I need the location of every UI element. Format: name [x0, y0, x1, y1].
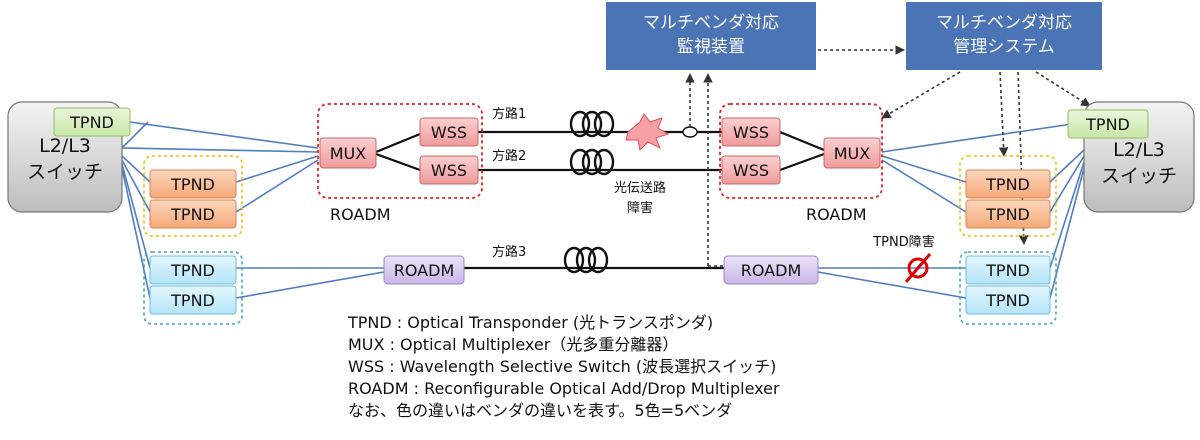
fiber-coil-icon [563, 110, 615, 274]
tpnd-label: TPND [985, 291, 1030, 310]
left-orange-group [143, 155, 243, 237]
roadm-right [723, 255, 819, 285]
mux-label: MUX [834, 144, 871, 163]
fiber-fault-label-2: 障害 [627, 200, 653, 216]
roadm-label: ROADM [741, 261, 802, 280]
fault-burst-icon [625, 113, 670, 152]
tpnd-orange-right-1 [965, 169, 1051, 199]
tpnd-links [121, 121, 1111, 299]
tpnd-blue-left-1 [149, 255, 237, 285]
monitoring-device-label-2: 監視装置 [677, 37, 745, 57]
right-switch-label-1: L2/L3 [1113, 139, 1165, 161]
tpnd-orange-right-2 [965, 199, 1051, 229]
right-switch-label-2: スイッチ [1101, 165, 1177, 187]
management-system-label-1: マルチベンダ対応 [936, 13, 1072, 33]
route3-label: 方路3 [492, 244, 526, 260]
wss-right-1 [721, 117, 781, 147]
link-fault-icon [904, 253, 932, 283]
legend-line: なお、色の違いはベンダの違いを表す。5色=5ベンダ [348, 401, 733, 420]
tpnd-label: TPND [170, 205, 215, 224]
tpnd-blue-right-2 [965, 285, 1051, 315]
tpnd-blue-right-1 [965, 255, 1051, 285]
wss-label: WSS [431, 161, 467, 180]
legend-line: TPND : Optical Transponder (光トランスポンダ) [348, 313, 714, 332]
management-system-label-2: 管理システム [953, 37, 1055, 57]
monitoring-arrows [685, 45, 1091, 267]
wss-label: WSS [431, 123, 467, 142]
legend-line: WSS : Wavelength Selective Switch (波長選択ス… [348, 357, 777, 376]
tpnd-fault-label: TPND障害 [872, 234, 935, 250]
wss-label: WSS [733, 161, 769, 180]
tpnd-green-left [53, 107, 131, 137]
legend: TPND : Optical Transponder (光トランスポンダ) MU… [348, 312, 908, 422]
tpnd-label: TPND [985, 205, 1030, 224]
tpnd-label: TPND [985, 175, 1030, 194]
management-system-box [906, 2, 1102, 70]
mux-right [823, 137, 881, 169]
tpnd-green-right [1067, 109, 1149, 139]
legend-line: MUX : Optical Multiplexer（光多重分離器） [348, 335, 679, 354]
tpnd-label: TPND [1085, 115, 1130, 134]
route1-label: 方路1 [492, 106, 526, 122]
legend-line: ROADM : Reconfigurable Optical Add/Drop … [348, 379, 780, 398]
wss-right-2 [721, 155, 781, 185]
tpnd-orange-left-1 [149, 169, 237, 199]
tpnd-label: TPND [985, 261, 1030, 280]
monitoring-device-box [606, 2, 816, 70]
left-blue-group [143, 251, 243, 325]
left-roadm-group [317, 103, 483, 199]
monitoring-device-label-1: マルチベンダ対応 [643, 13, 779, 33]
tpnd-blue-left-2 [149, 285, 237, 315]
right-roadm-group [719, 103, 883, 199]
tap-coupler-icon [682, 126, 698, 138]
wss-left-2 [419, 155, 479, 185]
left-switch-label-1: L2/L3 [39, 135, 91, 157]
tpnd-label: TPND [69, 113, 114, 132]
tpnd-orange-left-2 [149, 199, 237, 229]
left-switch-label-2: スイッチ [27, 161, 103, 183]
roadm-left [383, 255, 465, 285]
wss-label: WSS [733, 123, 769, 142]
wss-left-1 [419, 117, 479, 147]
right-blue-group [959, 251, 1057, 325]
route2-label: 方路2 [492, 148, 526, 164]
roadm-group-label-left: ROADM [330, 205, 391, 224]
fiber-fault-label-1: 光伝送路 [614, 180, 666, 196]
roadm-label: ROADM [394, 261, 455, 280]
roadm-group-label-right: ROADM [806, 205, 867, 224]
mux-label: MUX [330, 144, 367, 163]
tpnd-label: TPND [170, 291, 215, 310]
mux-left [319, 137, 377, 169]
tpnd-label: TPND [170, 261, 215, 280]
tpnd-label: TPND [170, 175, 215, 194]
